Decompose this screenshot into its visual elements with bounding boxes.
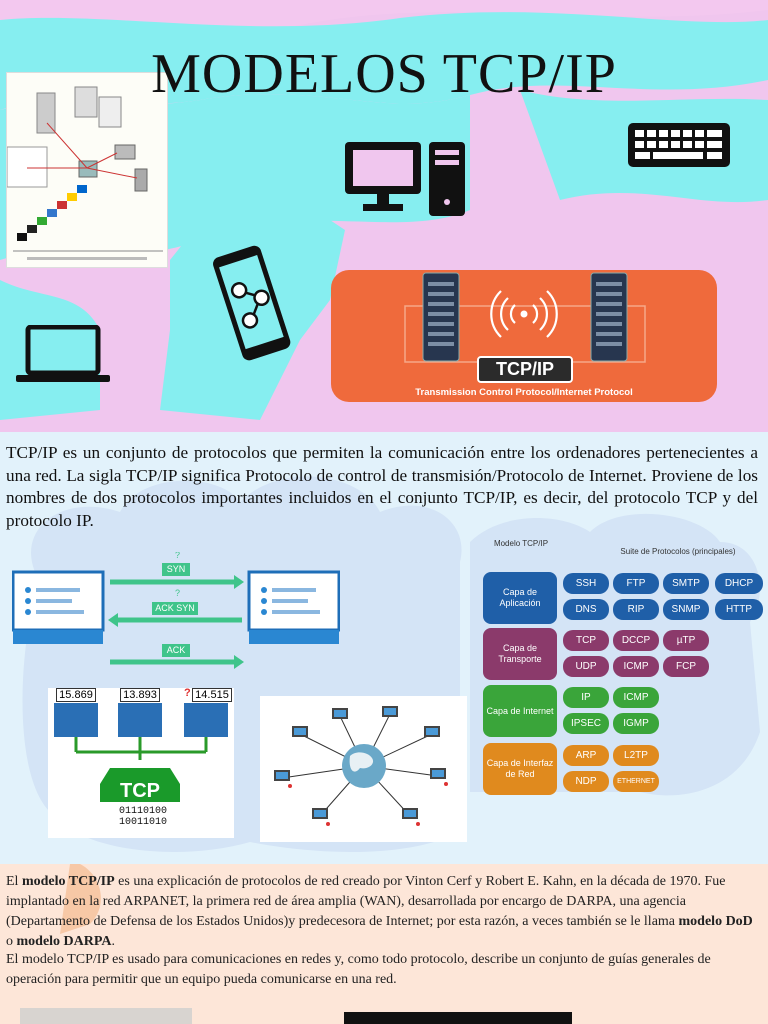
tcp-segments-diagram: ? ? 15.869 13.893 14.515 TCP 01110100 10…: [48, 687, 234, 838]
protocol-ipsec: IPSEC: [563, 713, 609, 734]
protocol-suite-diagram: Modelo TCP/IP Suite de Protocolos (princ…: [470, 532, 768, 802]
protocol-ndp: NDP: [563, 771, 609, 792]
protocol-ftp: FTP: [613, 573, 659, 594]
network-diagram-image: [6, 72, 168, 268]
protocol-dhcp: DHCP: [715, 573, 763, 594]
bits-line-2: 10011010: [118, 817, 167, 828]
handshake-graphic: ? ?: [11, 550, 341, 669]
history-text-1: El: [6, 874, 22, 889]
history-paragraph: El modelo TCP/IP es una explicación de p…: [6, 872, 758, 952]
protocol-dns: DNS: [563, 599, 609, 620]
protocol-arp: ARP: [563, 745, 609, 766]
history-text-4: .: [111, 934, 116, 949]
corner-shape: [60, 864, 101, 934]
usage-paragraph: El modelo TCP/IP es usado para comunicac…: [6, 952, 711, 987]
protocol-igmp: IGMP: [613, 713, 659, 734]
ack-label: ACK: [162, 644, 190, 657]
tcp-label: TCP: [120, 780, 160, 802]
segment-a-label: 15.869: [56, 688, 96, 702]
desktop-computer-icon: [345, 142, 465, 216]
handshake-diagram: ? ? SYN ACK SYN ACK: [11, 550, 341, 672]
protocol-smtp: SMTP: [663, 573, 709, 594]
bottom-photo-left: [20, 1008, 192, 1024]
keyboard-icon: [628, 123, 730, 167]
header-section: MODELOS TCP/IP: [0, 0, 768, 432]
tcpip-subtitle: Transmission Control Protocol/Internet P…: [415, 387, 633, 398]
history-text-2: es una explicación de protocolos de red …: [6, 874, 726, 929]
protocol-l2tp: L2TP: [613, 745, 659, 766]
protocol-dccp: DCCP: [613, 630, 659, 651]
suite-header: Suite de Protocolos (principales): [620, 547, 736, 556]
middle-section: TCP/IP es un conjunto de protocolos que …: [0, 432, 768, 864]
protocol-tcp: TCP: [563, 630, 609, 651]
protocol-ssh: SSH: [563, 573, 609, 594]
tcpip-badge: TCP/IP: [477, 356, 573, 383]
layer-transport: Capa de Transporte: [483, 628, 557, 680]
protocol-udp: UDP: [563, 656, 609, 677]
protocol-ip: IP: [563, 687, 609, 708]
laptop-icon: [16, 325, 110, 382]
protocol-icmp-internet: ICMP: [613, 687, 659, 708]
bottom-section: El modelo TCP/IP es una explicación de p…: [0, 864, 768, 1024]
layer-application: Capa de Aplicación: [483, 572, 557, 624]
ack-syn-label: ACK SYN: [152, 602, 198, 615]
layer-network-interface: Capa de Interfaz de Red: [483, 743, 557, 795]
segment-c-label: 14.515: [192, 688, 232, 702]
protocol-http: HTTP: [715, 599, 763, 620]
page-title: MODELOS TCP/IP: [151, 43, 617, 105]
svg-text:?: ?: [175, 588, 180, 598]
globe-network-image: [260, 696, 467, 842]
bits-text: 01110100 10011010: [108, 806, 178, 828]
protocol-icmp-transport: ICMP: [613, 656, 659, 677]
history-bold-dod: modelo DoD: [678, 914, 753, 929]
protocol-fcp: FCP: [663, 656, 709, 677]
tcpip-banner: TCP/IP Transmission Control Protocol/Int…: [331, 270, 717, 402]
segment-b-label: 13.893: [120, 688, 160, 702]
layer-internet: Capa de Internet: [483, 685, 557, 737]
model-header: Modelo TCP/IP: [493, 539, 549, 548]
svg-text:?: ?: [184, 688, 191, 699]
history-text-3: o: [6, 934, 17, 949]
servers-graphic: [404, 272, 646, 363]
protocol-ethernet: ETHERNET: [613, 771, 659, 792]
history-bold-darpa: modelo DARPA: [16, 934, 112, 949]
bottom-photo-right: [344, 1012, 572, 1024]
bits-line-1: 01110100: [118, 806, 167, 817]
protocol-rip: RIP: [613, 599, 659, 620]
intro-paragraph: TCP/IP es un conjunto de protocolos que …: [6, 443, 758, 530]
syn-label: SYN: [162, 563, 190, 576]
svg-text:?: ?: [175, 552, 180, 560]
network-diagram-graphic: [6, 86, 163, 260]
smartphone-network-icon: [213, 245, 291, 361]
tcp-segments-graphic: ? ?: [54, 687, 228, 802]
globe-network-graphic: [274, 706, 448, 826]
protocol-snmp: SNMP: [663, 599, 709, 620]
history-bold-model: modelo TCP/IP: [21, 874, 115, 889]
protocol-utp: µTP: [663, 630, 709, 651]
